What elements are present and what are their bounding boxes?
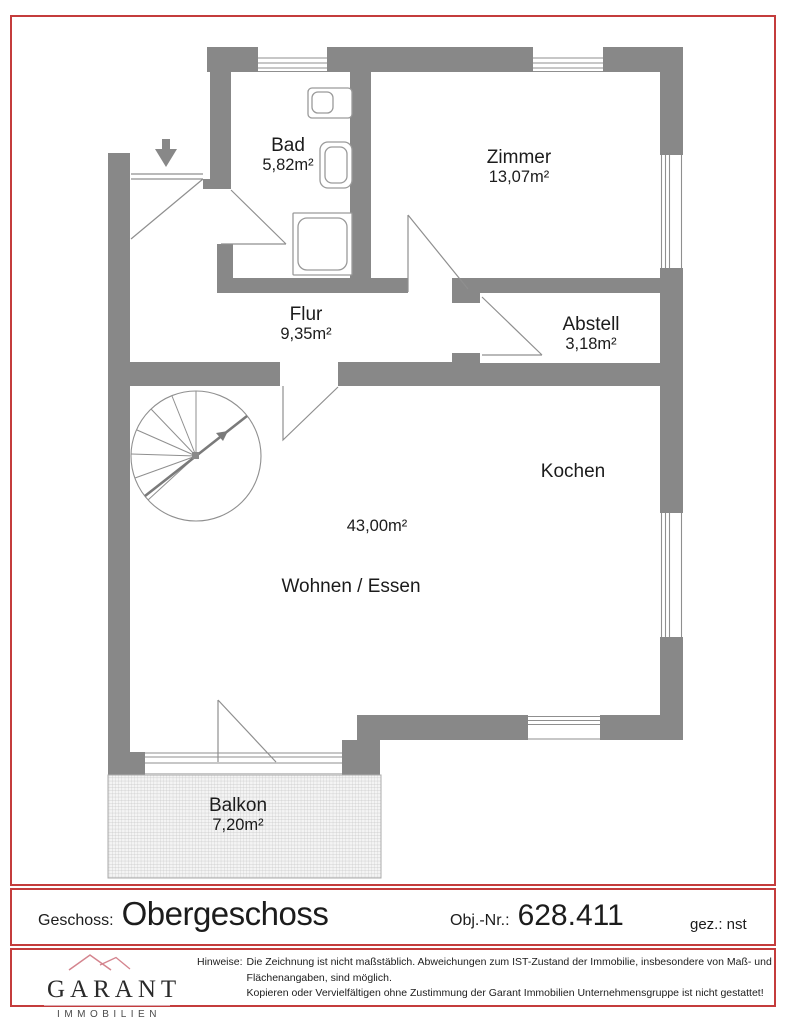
window-bad-top [258,47,327,73]
doors [130,173,543,763]
room-label-wohnen: Wohnen / Essen [281,576,421,597]
entrance-arrow-icon [155,139,177,167]
room-label-zimmer: Zimmer 13,07m² [486,147,552,187]
zimmer-door-swing [407,214,469,292]
abstell-door-swing [481,296,543,356]
gez-group: gez.: nst [690,916,747,933]
walls [108,47,683,775]
geschoss-group: Geschoss: Obergeschoss [38,895,329,933]
hinweis-label: Hinweise: [197,956,243,968]
room-label-flur: Flur 9,35m² [280,304,332,344]
shower-fixture [292,212,353,276]
balcony-hatch [107,774,382,879]
title-bar: Geschoss: Obergeschoss Obj.-Nr.: 628.411… [10,888,776,946]
roofline-icon [68,954,131,971]
gez-value: gez.: nst [690,916,747,933]
hinweis-lines: Die Zeichnung ist nicht maßstäblich. Abw… [246,956,772,999]
toilet-fixture [319,141,353,189]
room-label-wohnen-area: 43,00m² [346,517,408,535]
bath-fixtures [292,87,353,276]
objnr-label: Obj.-Nr.: [450,912,510,929]
geschoss-label: Geschoss: [38,912,114,929]
objnr-value: 628.411 [517,899,624,932]
room-label-bad: Bad 5,82m² [262,135,314,175]
footer: GARANT IMMOBILIEN Hinweise: Die Zeichnun… [10,948,776,1020]
logo-rule [44,1005,170,1006]
room-label-abstell: Abstell 3,18m² [562,314,620,354]
logo-subtitle: IMMOBILIEN [57,1009,161,1020]
logo-name: GARANT [47,976,182,1003]
room-label-kochen: Kochen [540,461,606,482]
balcony-door-swing [217,699,277,763]
spiral-staircase [130,390,262,522]
window-zimmer-right [660,155,683,268]
hinweis-text: Hinweise: Die Zeichnung ist nicht maßstä… [197,955,772,1002]
objnr-group: Obj.-Nr.: 628.411 [450,899,624,933]
window-zimmer-top [533,47,603,73]
entry-door-swing [130,173,204,240]
balcony-door-sill [145,752,342,775]
sink-fixture [307,87,353,119]
window-wohnen-bottom [528,715,600,740]
flur-door-swing [282,386,339,442]
geschoss-value: Obergeschoss [121,895,329,932]
garant-logo: GARANT IMMOBILIEN [42,953,182,1020]
bad-door-swing [221,189,287,245]
room-label-balkon: Balkon 7,20m² [208,795,268,835]
window-kochen-right [660,513,683,637]
windows [145,47,683,775]
